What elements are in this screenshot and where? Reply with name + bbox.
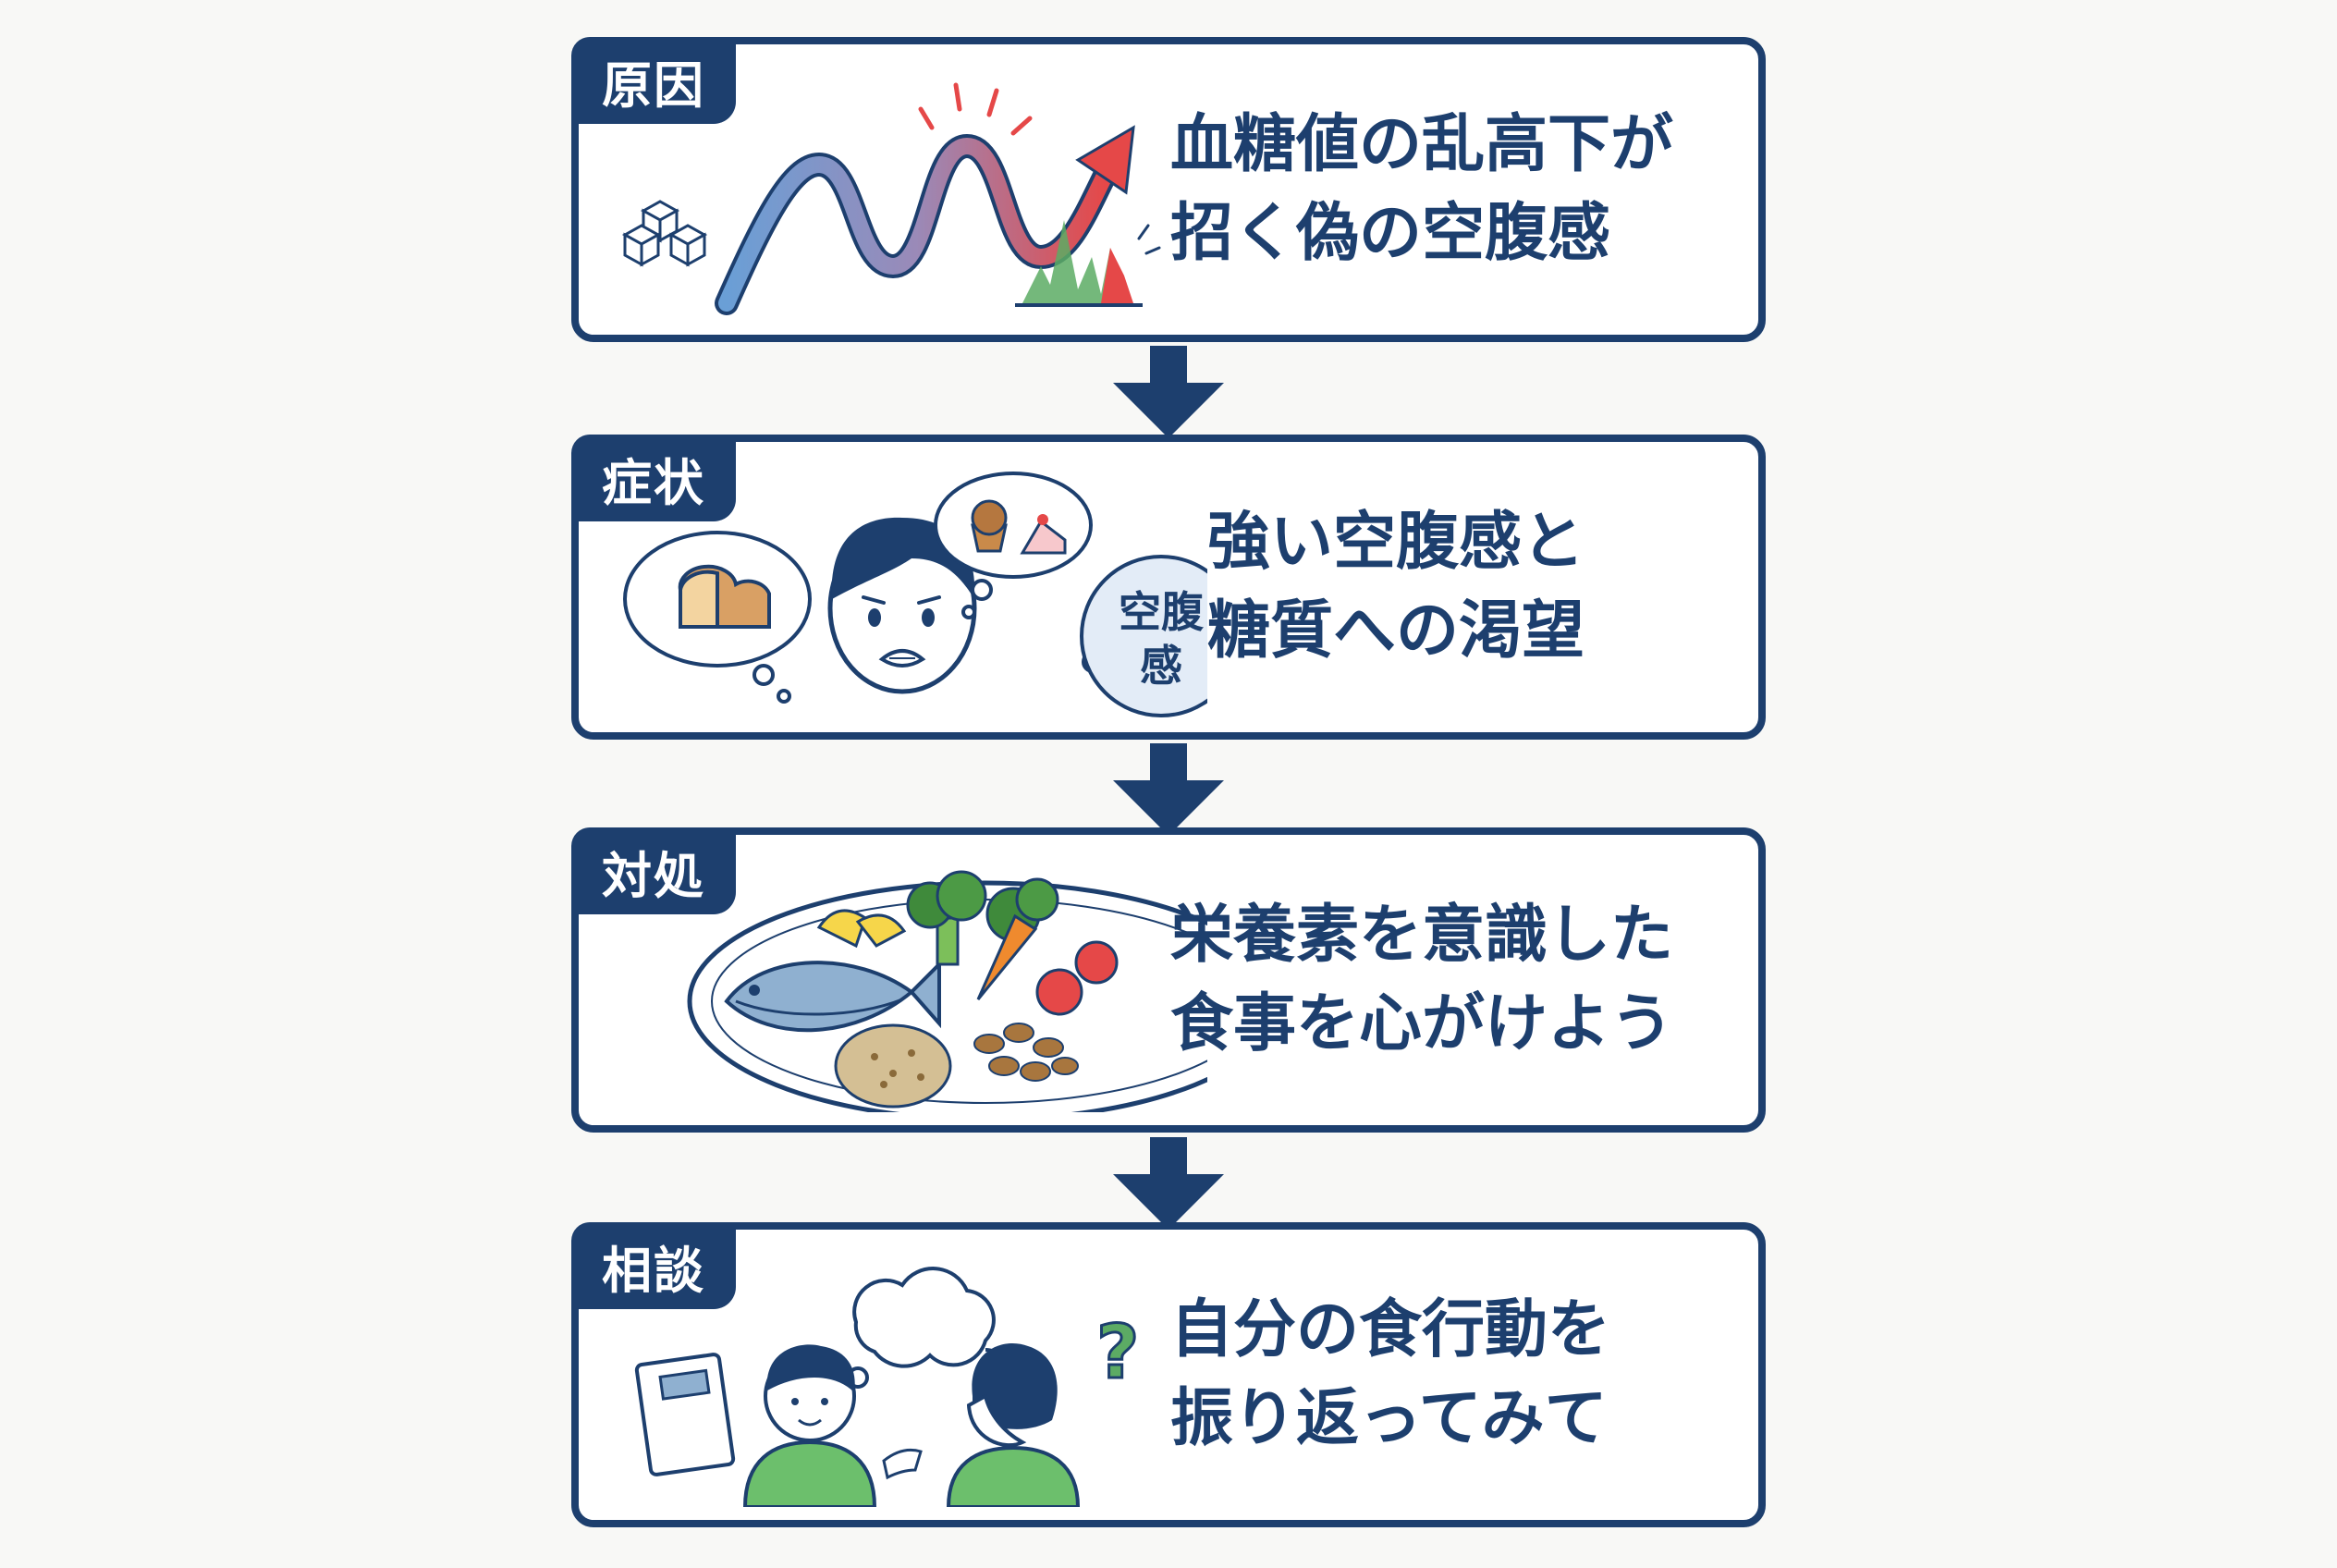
- mini-glucose-graph-icon: [1015, 220, 1161, 307]
- consult-message: 自分の食行動を 振り返ってみて: [1170, 1230, 1744, 1520]
- bread-thought-bubble-icon: [623, 531, 812, 704]
- brown-rice-icon: [834, 1023, 952, 1109]
- cause-line-2: 招く偽の空腹感: [1170, 197, 1611, 270]
- action-line-2: 食事を心がけよう: [1170, 987, 1674, 1060]
- blood-sugar-spike-icon: [621, 82, 1161, 315]
- hunger-illustration: 空腹 感: [616, 470, 1242, 719]
- carrot-icon: [976, 913, 1038, 1000]
- flow-arrow-1: [1113, 346, 1224, 438]
- blood-sugar-illustration: [616, 72, 1207, 322]
- question-mark-icon: ?: [1096, 1309, 1139, 1395]
- fish-icon: [724, 960, 941, 1033]
- step-tag-consult: 相談: [571, 1222, 736, 1309]
- hunger-bubble-text-1: 空腹: [1119, 587, 1205, 637]
- balanced-plate-icon: [687, 870, 1284, 1122]
- step-tag-symptom: 症状: [571, 435, 736, 521]
- broccoli-icon: [906, 870, 1059, 966]
- cause-message: 血糖値の乱高下が 招く偽の空腹感: [1170, 44, 1744, 335]
- client-person-icon: [946, 1342, 1081, 1509]
- sugar-cubes-icon: [621, 200, 708, 267]
- step-card-consult: 相談 ?: [571, 1222, 1766, 1527]
- step-card-action: 対処: [571, 827, 1766, 1133]
- consultation-illustration: ?: [616, 1257, 1207, 1509]
- action-line-1: 栄養素を意識した: [1170, 899, 1674, 972]
- step-card-cause: 原因: [571, 37, 1766, 342]
- symptom-message: 強い空腹感と 糖質への渇望: [1207, 442, 1780, 732]
- step-tag-cause: 原因: [571, 37, 736, 124]
- consult-line-2: 振り返ってみて: [1170, 1382, 1608, 1455]
- counselor-person-icon: [742, 1344, 923, 1509]
- sweets-thought-bubble-icon: [934, 472, 1093, 619]
- nuts-icon: [973, 1023, 1079, 1082]
- step-tag-action: 対処: [571, 827, 736, 914]
- tomato-icon: [1035, 968, 1083, 1016]
- flow-arrow-2: [1113, 743, 1224, 836]
- hunger-bubble: 空腹 感: [1080, 555, 1242, 717]
- action-message: 栄養素を意識した 食事を心がけよう: [1170, 835, 1744, 1125]
- notebook-icon: [634, 1353, 736, 1476]
- consult-line-1: 自分の食行動を: [1170, 1293, 1611, 1366]
- hunger-bubble-text-2: 感: [1140, 641, 1182, 691]
- cause-line-1: 血糖値の乱高下が: [1170, 108, 1674, 181]
- step-card-symptom: 症状: [571, 435, 1766, 740]
- flow-arrow-3: [1113, 1137, 1224, 1230]
- balanced-meal-illustration: [616, 863, 1284, 1122]
- symptom-line-1: 強い空腹感と: [1207, 506, 1585, 579]
- symptom-line-2: 糖質への渇望: [1207, 594, 1585, 668]
